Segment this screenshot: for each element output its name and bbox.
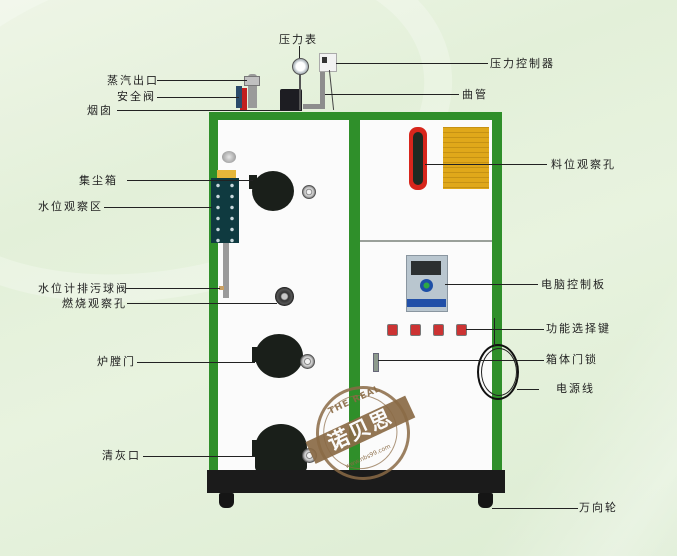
notice-plate — [443, 127, 489, 189]
label-water-level-area: 水位观察区 — [38, 200, 103, 213]
label-material-level-hole: 料位观察孔 — [551, 158, 616, 171]
bent-pipe — [320, 72, 325, 109]
bent-pipe-elbow — [303, 104, 323, 109]
water-gauge-cap — [222, 151, 236, 163]
leader-line-pressure-controller — [336, 63, 488, 64]
leader-line-ash-port — [143, 456, 255, 457]
ash-cleaning-door — [255, 424, 307, 472]
water-gauge-fitting — [217, 170, 236, 178]
pressure-controller-screen — [322, 57, 327, 63]
leader-line-control-board — [445, 284, 538, 285]
furnace-door-hinge — [252, 347, 260, 362]
dust-box-door — [252, 171, 294, 211]
pressure-gauge-stem — [299, 70, 301, 110]
label-pressure-controller: 压力控制器 — [490, 57, 555, 70]
chimney — [280, 89, 302, 111]
label-steam-outlet: 蒸汽出口 — [107, 74, 159, 87]
steam-outlet-valve — [244, 76, 260, 86]
dust-box-hinge — [249, 175, 257, 189]
water-gauge-tube — [223, 243, 229, 298]
function-key-4 — [456, 324, 467, 336]
label-dust-box: 集尘箱 — [79, 174, 118, 187]
furnace-door — [255, 334, 303, 378]
leader-line-caster — [492, 508, 578, 509]
leader-line-power-cord — [517, 389, 539, 390]
combustion-observation-hole — [275, 287, 294, 306]
drain-valve — [219, 286, 224, 290]
cabinet-door-lock — [373, 353, 379, 372]
label-function-keys: 功能选择键 — [546, 322, 611, 335]
safety-valve-body — [236, 86, 242, 108]
caster-right — [478, 493, 493, 508]
label-bent-pipe: 曲管 — [462, 88, 488, 101]
sight-glass-window — [413, 132, 423, 185]
leader-line-pressure-gauge — [299, 46, 300, 58]
function-key-3 — [433, 324, 444, 336]
power-cord-coil-inner — [481, 348, 517, 396]
control-board-keypad — [420, 279, 433, 292]
steam-outlet-pipe — [248, 74, 257, 108]
label-cabinet-lock: 箱体门锁 — [546, 353, 598, 366]
leader-line-cabinet-lock — [378, 360, 544, 361]
boiler-frame-left — [209, 112, 218, 472]
leader-line-furnace-door — [137, 362, 255, 363]
label-chimney: 烟囱 — [87, 104, 113, 117]
leader-line-chimney — [117, 110, 281, 111]
label-ash-port: 清灰口 — [102, 449, 141, 462]
label-furnace-door: 炉膛门 — [97, 355, 136, 368]
function-key-2 — [410, 324, 421, 336]
power-cord-lead — [494, 318, 495, 346]
boiler-frame-middle — [349, 112, 360, 472]
panel-divider — [360, 240, 492, 242]
control-board-display — [411, 261, 441, 275]
leader-line-material-level — [425, 164, 547, 165]
power-cord-coil — [477, 344, 519, 400]
label-combustion-hole: 燃烧观察孔 — [62, 297, 127, 310]
leader-line-bent-pipe — [325, 94, 459, 95]
leader-line-function-keys — [466, 329, 544, 330]
caster-left — [219, 493, 234, 508]
leader-line-safety-valve — [157, 97, 239, 98]
safety-valve — [240, 88, 247, 110]
water-level-panel — [211, 178, 239, 243]
label-power-cord: 电源线 — [556, 382, 595, 395]
boiler-base — [207, 470, 505, 493]
function-key-1 — [387, 324, 398, 336]
ash-door-hinge — [252, 440, 260, 456]
boiler-frame-right — [492, 112, 502, 472]
label-control-board: 电脑控制板 — [541, 278, 606, 291]
label-safety-valve: 安全阀 — [117, 90, 156, 103]
leader-line-steam-outlet — [157, 80, 247, 81]
leader-line-dust-box — [127, 180, 253, 181]
dust-box-handle — [302, 185, 316, 199]
pressure-gauge-dial — [292, 58, 309, 75]
furnace-door-handle — [300, 354, 315, 369]
label-caster: 万向轮 — [579, 501, 618, 514]
leader-line-water-level — [104, 207, 212, 208]
leader-line-combustion-hole — [127, 303, 277, 304]
label-pressure-gauge: 压力表 — [279, 33, 318, 46]
control-board-footer — [407, 299, 446, 307]
leader-line-drain-valve — [126, 288, 220, 289]
label-drain-valve: 水位计排污球阀 — [38, 282, 129, 295]
